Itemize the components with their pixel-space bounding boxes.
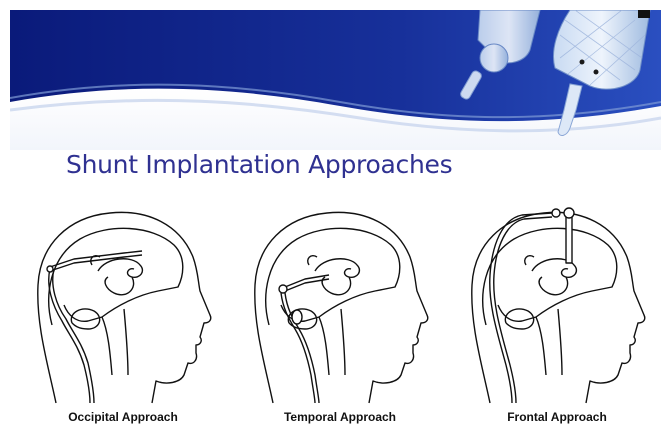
slide-title: Shunt Implantation Approaches xyxy=(66,150,452,179)
occipital-caption: Occipital Approach xyxy=(28,410,218,424)
banner-graphic xyxy=(10,10,661,150)
occipital-illustration xyxy=(28,205,218,405)
temporal-illustration xyxy=(245,205,435,405)
temporal-caption: Temporal Approach xyxy=(245,410,435,424)
frontal-caption: Frontal Approach xyxy=(462,410,652,424)
frontal-illustration xyxy=(462,205,652,405)
header-banner xyxy=(10,10,661,150)
